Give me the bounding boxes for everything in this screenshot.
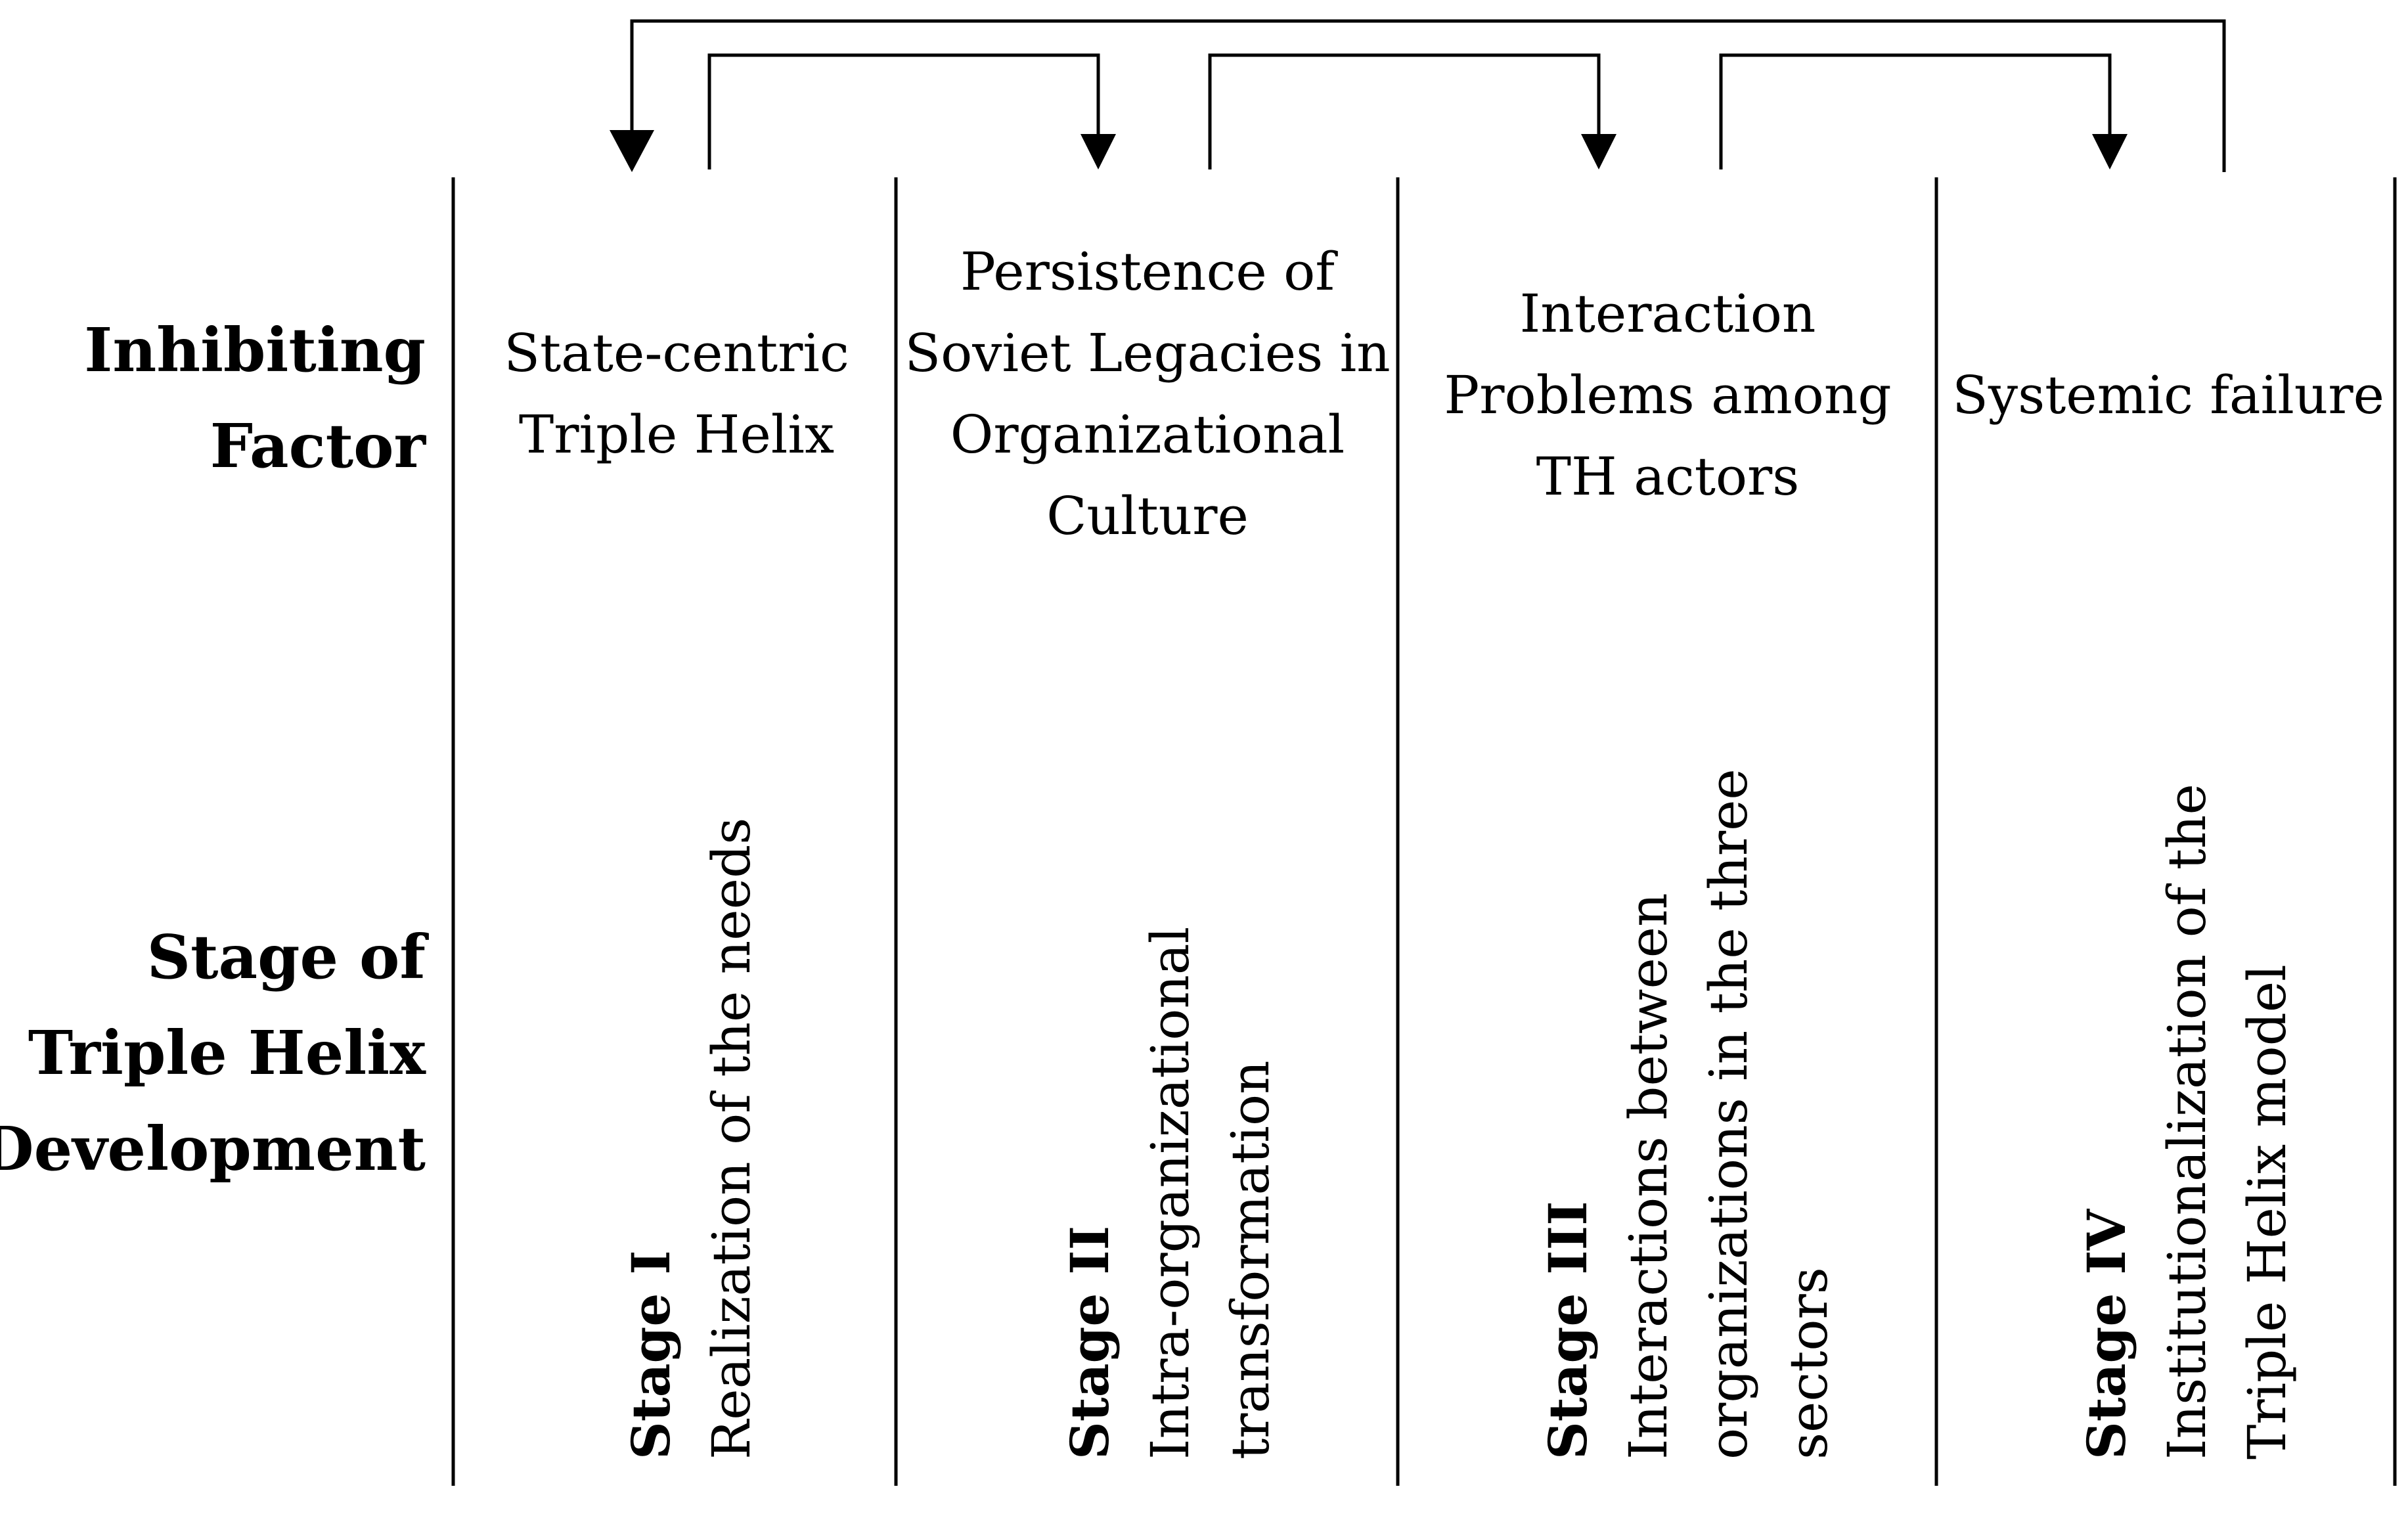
stage-line: Realization of the needs <box>701 817 762 1460</box>
stage-line: Institutionalization of the <box>2156 784 2218 1460</box>
row-label-line: Development <box>0 1113 426 1184</box>
stage-2-description: Stage II Intra-organizational transforma… <box>1050 927 1291 1460</box>
stage-line: Stage III <box>1528 769 1609 1460</box>
stage-line: Stage IV <box>2066 784 2147 1460</box>
factor-line: Systemic failure <box>1952 365 2384 426</box>
stage-label: Stage III <box>1537 1201 1599 1460</box>
row-label-line: Stage of <box>146 922 426 992</box>
feedback-arrowhead <box>610 130 654 172</box>
stage-label: Stage I <box>620 1250 682 1460</box>
factor-line: State-centric <box>504 323 849 384</box>
stage-line: Intra-organizational <box>1140 926 1201 1460</box>
stage-line: Stage I <box>611 818 692 1460</box>
factor-stage-2: Persistence of Soviet Legacies in Organi… <box>901 231 1394 557</box>
factor-line: Interaction <box>1519 283 1816 344</box>
stage-1-description: Stage I Realization of the needs <box>611 818 772 1460</box>
stage-label: Stage II <box>1059 1225 1121 1460</box>
stage-3-description: Stage III Interactions between organizat… <box>1528 769 1849 1460</box>
forward-connector <box>1208 53 1601 169</box>
row-label-stage: Stage of Triple Helix Development <box>0 909 426 1197</box>
forward-arrowhead <box>1081 134 1116 169</box>
factor-stage-4: Systemic failure <box>1942 355 2395 436</box>
forward-arrowhead <box>2092 134 2128 169</box>
factor-stage-3: Interaction Problems among TH actors <box>1403 273 1932 518</box>
stage-line: Interactions between <box>1618 893 1679 1460</box>
factor-line: Soviet Legacies in <box>904 323 1391 384</box>
forward-arrowhead <box>1581 134 1616 169</box>
factor-line: Triple Helix <box>518 404 835 465</box>
stage-line: transformation <box>1220 1060 1281 1460</box>
stage-line: organizations in the three <box>1698 769 1759 1460</box>
row-label-line: Inhibiting <box>84 315 426 386</box>
stage-line: sectors <box>1778 1267 1839 1460</box>
row-label-line: Triple Helix <box>28 1017 426 1088</box>
row-label-line: Factor <box>210 411 426 481</box>
stage-line: Triple Helix model <box>2237 964 2298 1460</box>
factor-line: Organizational <box>950 404 1345 465</box>
factor-line: Culture <box>1046 485 1249 546</box>
feedback-connector <box>630 19 2226 172</box>
factor-line: TH actors <box>1536 446 1800 507</box>
stage-line: Stage II <box>1050 927 1130 1460</box>
forward-connector <box>1719 53 2112 169</box>
factor-line: Problems among <box>1444 365 1892 426</box>
factor-line: Persistence of <box>960 241 1335 302</box>
stage-label: Stage IV <box>2076 1209 2137 1460</box>
factor-stage-1: State-centric Triple Helix <box>460 313 893 476</box>
forward-connector <box>707 53 1100 169</box>
row-label-inhibiting-factor: Inhibiting Factor <box>84 302 426 494</box>
stage-4-description: Stage IV Institutionalization of the Tri… <box>2066 784 2308 1460</box>
